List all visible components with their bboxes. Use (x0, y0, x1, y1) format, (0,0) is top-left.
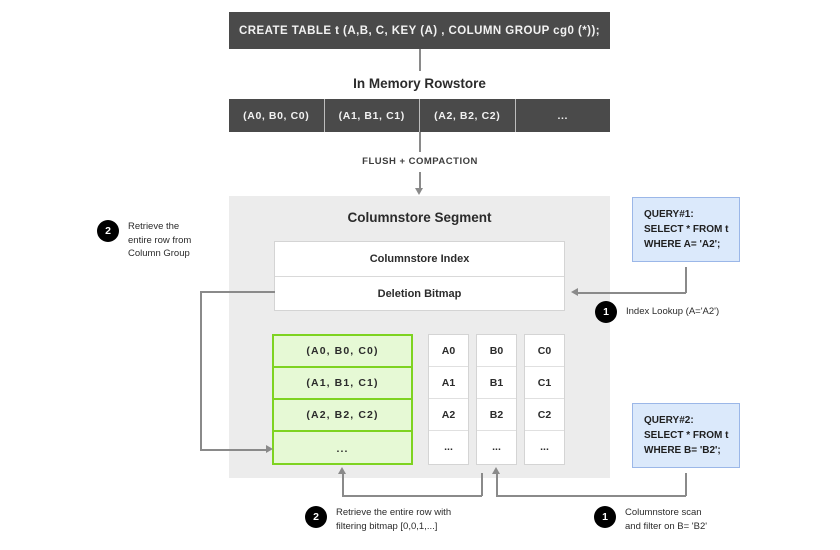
step-badge-2: 2 (305, 506, 327, 528)
annotation-index-lookup: 1 Index Lookup (A='A2') (595, 301, 795, 323)
connector-left-vertical (200, 291, 202, 450)
connector-left-bottom-horizontal (200, 449, 268, 451)
column-cell: C2 (525, 399, 564, 431)
column-group-box: (A0, B0, C0) (A1, B1, C1) (A2, B2, C2) .… (272, 334, 413, 465)
column-cell: B0 (477, 335, 516, 367)
query-1-line-1: QUERY#1: (644, 209, 694, 220)
connector-query1-vertical (685, 267, 687, 293)
connector-to-column-b-vertical (496, 473, 498, 496)
connector-bottom2-left-vertical (342, 473, 344, 496)
column-group-row: (A0, B0, C0) (274, 336, 411, 368)
column-cell: C0 (525, 335, 564, 367)
arrow-up-icon (338, 467, 346, 474)
arrow-left-icon (571, 288, 578, 296)
flush-compaction-label: FLUSH + COMPACTION (362, 156, 478, 167)
query-1-line-3: WHERE A= 'A2'; (644, 239, 721, 250)
query-1-box: QUERY#1: SELECT * FROM t WHERE A= 'A2'; (632, 197, 740, 262)
annotation-columnstore-scan: 1 Columnstore scan and filter on B= 'B2' (594, 506, 794, 533)
annotation-bottom-two-text: Retrieve the entire row with filtering b… (336, 507, 452, 532)
query-2-line-2: SELECT * FROM t (644, 430, 729, 441)
column-cell: ... (540, 440, 549, 453)
step-badge-1: 1 (595, 301, 617, 323)
annotation-bottom-one-text: Columnstore scan and filter on B= 'B2' (625, 507, 708, 532)
step-badge-1: 1 (594, 506, 616, 528)
column-cell: ... (492, 440, 501, 453)
column-cell: A1 (429, 367, 468, 399)
connector-ddl-to-rowstore (419, 49, 421, 71)
connector-rowstore-to-flush (419, 132, 421, 152)
create-table-statement: CREATE TABLE t (A,B, C, KEY (A) , COLUMN… (229, 12, 610, 49)
column-cell: A0 (429, 335, 468, 367)
column-store-a: A0 A1 A2 ... (428, 334, 469, 465)
column-store-c: C0 C1 C2 ... (524, 334, 565, 465)
column-cell: A2 (429, 399, 468, 431)
column-store-b: B0 B1 B2 ... (476, 334, 517, 465)
column-group-row: (A2, B2, C2) (274, 400, 411, 432)
rowstore-title: In Memory Rowstore (353, 75, 486, 91)
query-2-box: QUERY#2: SELECT * FROM t WHERE B= 'B2'; (632, 403, 740, 468)
annotation-left-retrieve-row: 2 Retrieve the entire row from Column Gr… (97, 220, 232, 261)
rowstore-cell: ... (515, 99, 610, 132)
rowstore-cell: (A0, B0, C0) (229, 99, 325, 132)
annotation-bottom-retrieve-row: 2 Retrieve the entire row with filtering… (305, 506, 525, 533)
connector-query2-horizontal (496, 495, 686, 497)
rowstore-cells: (A0, B0, C0) (A1, B1, C1) (A2, B2, C2) .… (229, 99, 610, 132)
connector-bottom2-right-vertical (481, 473, 483, 496)
arrow-right-icon (266, 445, 273, 453)
step-badge-2: 2 (97, 220, 119, 242)
connector-query2-vertical (685, 473, 687, 496)
column-cell: C1 (525, 367, 564, 399)
column-cell: B2 (477, 399, 516, 431)
column-group-row: (A1, B1, C1) (274, 368, 411, 400)
columnstore-segment-title: Columnstore Segment (347, 209, 492, 225)
connector-flush-to-segment (419, 172, 421, 189)
segment-index-box: Columnstore Index Deletion Bitmap (274, 241, 565, 311)
rowstore-cell: (A2, B2, C2) (420, 99, 516, 132)
connector-bottom2-horizontal (342, 495, 482, 497)
column-cell: ... (444, 440, 453, 453)
deletion-bitmap-row: Deletion Bitmap (377, 288, 462, 300)
rowstore-cell: (A1, B1, C1) (324, 99, 420, 132)
annotation-left-text: Retrieve the entire row from Column Grou… (128, 221, 192, 259)
connector-left-top-horizontal (200, 291, 275, 293)
column-cell: B1 (477, 367, 516, 399)
column-group-row: ... (336, 442, 349, 455)
columnstore-index-row: Columnstore Index (275, 242, 564, 277)
connector-query1-horizontal (578, 292, 686, 294)
query-2-line-1: QUERY#2: (644, 415, 694, 426)
arrow-down-icon (415, 188, 423, 195)
arrow-up-icon (492, 467, 500, 474)
query-2-line-3: WHERE B= 'B2'; (644, 445, 721, 456)
annotation-index-lookup-text: Index Lookup (A='A2') (626, 306, 720, 318)
query-1-line-2: SELECT * FROM t (644, 224, 729, 235)
